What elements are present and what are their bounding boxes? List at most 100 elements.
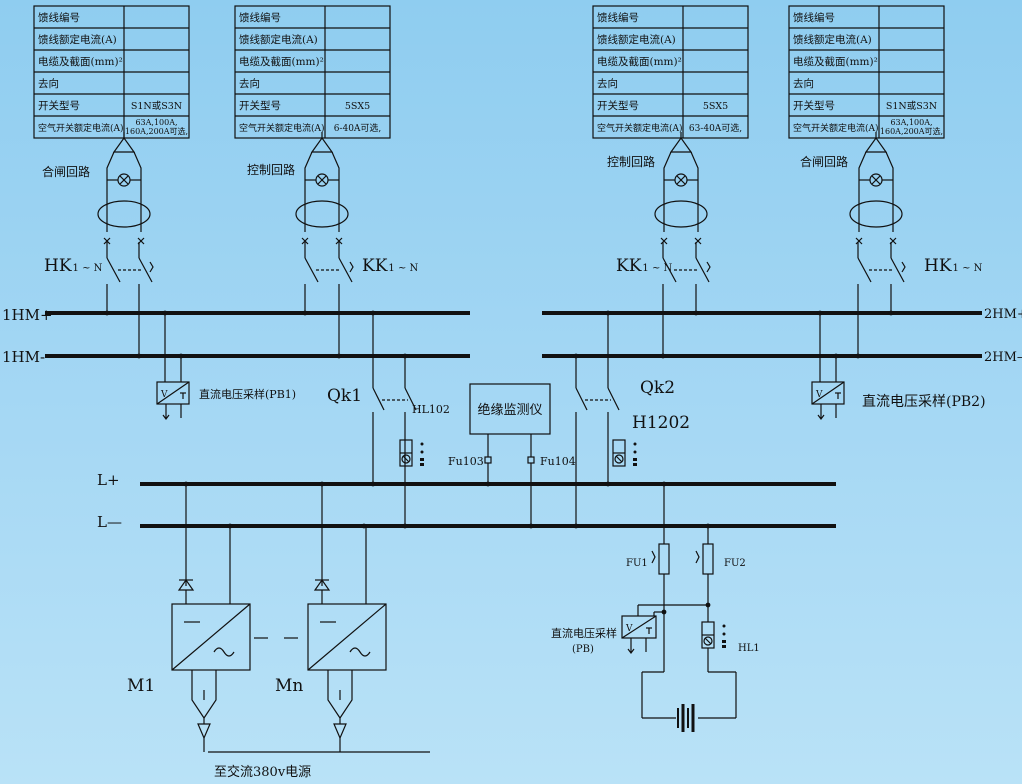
feeder-row-label: 去向 <box>597 77 618 90</box>
feeder-circuit-2 <box>295 132 349 245</box>
battery-branch: V <box>621 484 737 719</box>
fu1-label: FU1 <box>626 558 648 569</box>
feeder-row-label: 馈线额定电流(A) <box>793 33 872 46</box>
kk-left-label: KK1 ~ N <box>362 256 419 276</box>
mn-label: Mn <box>275 676 303 696</box>
feeder-row-label: 电缆及截面(mm)² <box>793 55 878 68</box>
lamp-icon <box>401 454 411 464</box>
feeder-row-label: 电缆及截面(mm)² <box>239 55 324 68</box>
feeder-row-label: 空气开关额定电流(A) <box>793 122 879 134</box>
closing-circuit-label-2: 合闸回路 <box>800 154 848 169</box>
closing-circuit-label-1: 合闸回路 <box>42 164 90 179</box>
feeder-row-label: 空气开关额定电流(A) <box>38 122 124 134</box>
feeder-row-label: 开关型号 <box>38 99 80 112</box>
ac-source-label: 至交流380v电源 <box>214 764 311 780</box>
current-transformer-icon <box>849 200 903 228</box>
label-2hm-pos: 2HM+ <box>984 307 1022 322</box>
hl1-label: HL1 <box>738 643 760 654</box>
switch-qk2 <box>575 313 620 526</box>
qk2-label: Qk2 <box>640 378 675 398</box>
feeder-row-value: S1N或S3N <box>886 100 937 112</box>
feeder-row-label: 开关型号 <box>239 99 281 112</box>
feeder-row-value: 6-40A可选, <box>334 122 382 134</box>
indicator-h1202 <box>612 439 637 467</box>
rectifier-module-m1 <box>171 484 251 752</box>
m1-label: M1 <box>127 676 155 696</box>
feeder-row-label: 馈线额定电流(A) <box>38 33 117 46</box>
pb2-v-mark: V <box>815 390 823 400</box>
label-1hm-neg: 1HM- <box>2 348 45 366</box>
switch-kk-left <box>304 242 354 356</box>
feeder-row-label: 馈线额定电流(A) <box>597 33 676 46</box>
feeder-row-label: 馈线编号 <box>38 11 80 24</box>
feeder-row-label: 去向 <box>239 77 260 90</box>
lamp-icon <box>614 454 624 464</box>
label-l-neg: L— <box>97 513 122 531</box>
insulation-monitor: 绝缘监测仪 <box>469 383 551 526</box>
feeder-row-label: 空气开关额定电流(A) <box>597 122 683 134</box>
feeder-row-value: 63A,100A,160A,200A可选, <box>880 118 943 136</box>
label-1hm-pos: 1HM+ <box>2 306 53 324</box>
pb-v-mark: V <box>625 624 633 634</box>
feeder-row-label: 馈线编号 <box>793 11 835 24</box>
switch-hk-left <box>106 242 154 356</box>
pb-label-line2: (PB) <box>572 644 594 655</box>
feeder-row-value: 63-40A可选, <box>689 122 742 134</box>
lamp-icon <box>703 636 713 646</box>
output-terminal-triangle <box>112 136 136 153</box>
pb2-label: 直流电压采样(PB2) <box>862 393 986 410</box>
l-junctions <box>183 481 711 529</box>
control-circuit-label-1: 控制回路 <box>247 162 295 177</box>
indicator-hl1 <box>701 621 726 649</box>
label-2hm-neg: 2HM— <box>984 350 1022 365</box>
feeder-row-value: 5SX5 <box>703 101 728 112</box>
kk-right-label: KK1 ~ N <box>616 256 673 276</box>
rectifier-module-mn <box>307 484 387 752</box>
hm-junctions <box>104 310 894 359</box>
feeder-row-label: 电缆及截面(mm)² <box>597 55 682 68</box>
output-terminal-triangle <box>669 136 693 153</box>
current-transformer-icon <box>295 200 349 228</box>
h1202-label: H1202 <box>632 413 690 433</box>
feeder-row-label: 馈线额定电流(A) <box>239 33 318 46</box>
control-circuit-label-2: 控制回路 <box>607 154 655 169</box>
feeder-circuit-1 <box>97 132 151 245</box>
switch-qk1 <box>372 313 417 526</box>
output-terminal-triangle <box>310 136 334 153</box>
feeder-circuit-4 <box>849 132 903 245</box>
feeder-row-label: 馈线编号 <box>239 11 281 24</box>
fu104-label: Fu104 <box>540 455 576 468</box>
switch-hk-right <box>857 242 906 356</box>
feeder-row-label: 去向 <box>793 77 814 90</box>
hl102-label: HL102 <box>412 403 450 416</box>
pb1-label: 直流电压采样(PB1) <box>199 387 296 401</box>
pb1-v-mark: V <box>160 390 168 400</box>
feeder-row-value: S1N或S3N <box>131 100 182 112</box>
hk-left-label: HK1 ~ N <box>44 256 103 276</box>
ac-dc-converter-icon <box>171 603 251 671</box>
indicator-hl102 <box>399 439 424 467</box>
switch-kk-right <box>662 242 711 356</box>
feeder-row-value: 63A,100A,160A,200A可选, <box>125 118 188 136</box>
fu103-label: Fu103 <box>448 455 484 468</box>
feeder-row-label: 电缆及截面(mm)² <box>38 55 123 68</box>
feeder-row-label: 馈线编号 <box>597 11 639 24</box>
voltage-sampler-pb2: V <box>811 313 845 420</box>
feeder-row-label: 空气开关额定电流(A) <box>239 122 325 134</box>
feeder-row-label: 去向 <box>38 77 59 90</box>
feeder-row-label: 开关型号 <box>793 99 835 112</box>
battery-symbol <box>677 704 695 732</box>
feeder-row-value: 5SX5 <box>345 101 370 112</box>
feeder-circuit-3 <box>654 132 708 245</box>
voltage-sampler-pb1: V <box>156 313 190 420</box>
hk-right-label: HK1 ~ N <box>924 256 983 276</box>
insulation-monitor-label: 绝缘监测仪 <box>477 402 542 418</box>
current-transformer-icon <box>654 200 708 228</box>
feeder-row-label: 开关型号 <box>597 99 639 112</box>
current-transformer-icon <box>97 200 151 228</box>
